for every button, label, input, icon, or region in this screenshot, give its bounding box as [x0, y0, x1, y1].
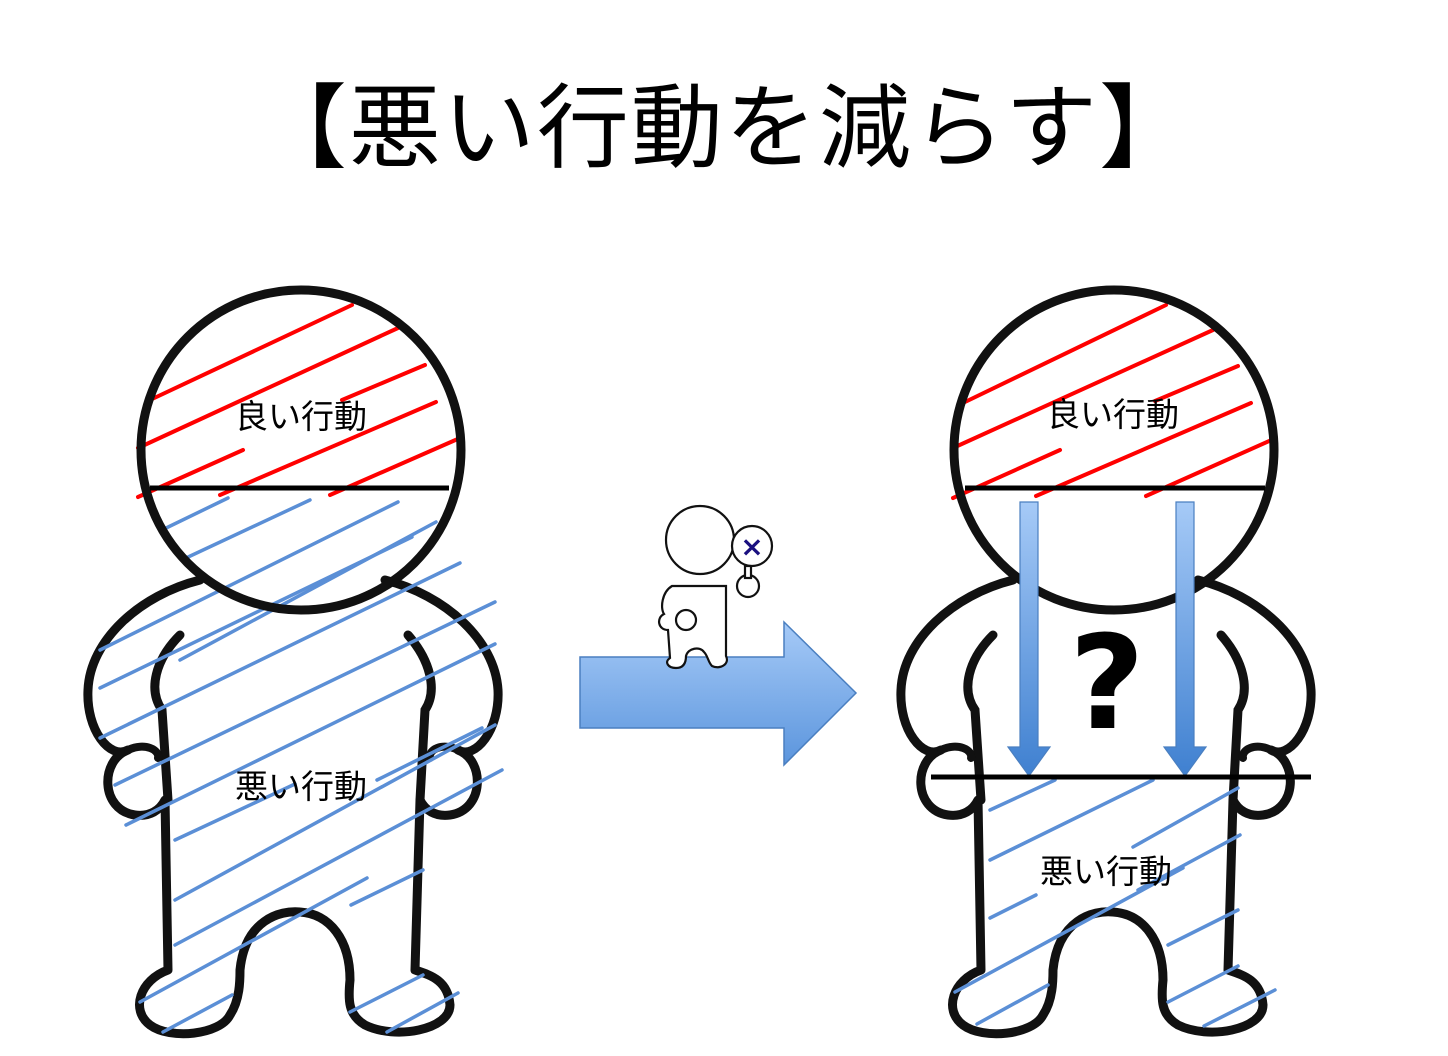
prohibition-sign — [730, 524, 774, 568]
down-arrow-icon — [1162, 501, 1208, 778]
right-good-label: 良い行動 — [1047, 395, 1179, 434]
left-bad-label: 悪い行動 — [235, 767, 367, 806]
bad-behavior-hatch — [98, 496, 504, 1034]
left-figure: 良い行動 悪い行動 — [88, 285, 504, 1034]
right-arrow-icon — [579, 620, 858, 767]
transition-arrow — [579, 620, 858, 767]
x-mark-icon: × — [740, 530, 763, 563]
small-person-head — [664, 504, 736, 576]
question-mark-icon: ? — [1069, 607, 1144, 759]
left-good-label: 良い行動 — [235, 397, 367, 436]
small-person-with-x-sign: × — [658, 504, 774, 670]
right-figure: ? 良い行動 悪い行動 — [901, 285, 1311, 1034]
figure-head — [136, 285, 466, 615]
figure-head — [949, 285, 1279, 615]
down-arrow-right — [1162, 501, 1208, 778]
down-arrow-icon — [1006, 501, 1052, 778]
slide-title: 【悪い行動を減らす】 — [254, 75, 1194, 182]
right-bad-label: 悪い行動 — [1040, 852, 1172, 891]
down-arrow-left — [1006, 501, 1052, 778]
bad-behavior-hatch — [953, 778, 1277, 1028]
